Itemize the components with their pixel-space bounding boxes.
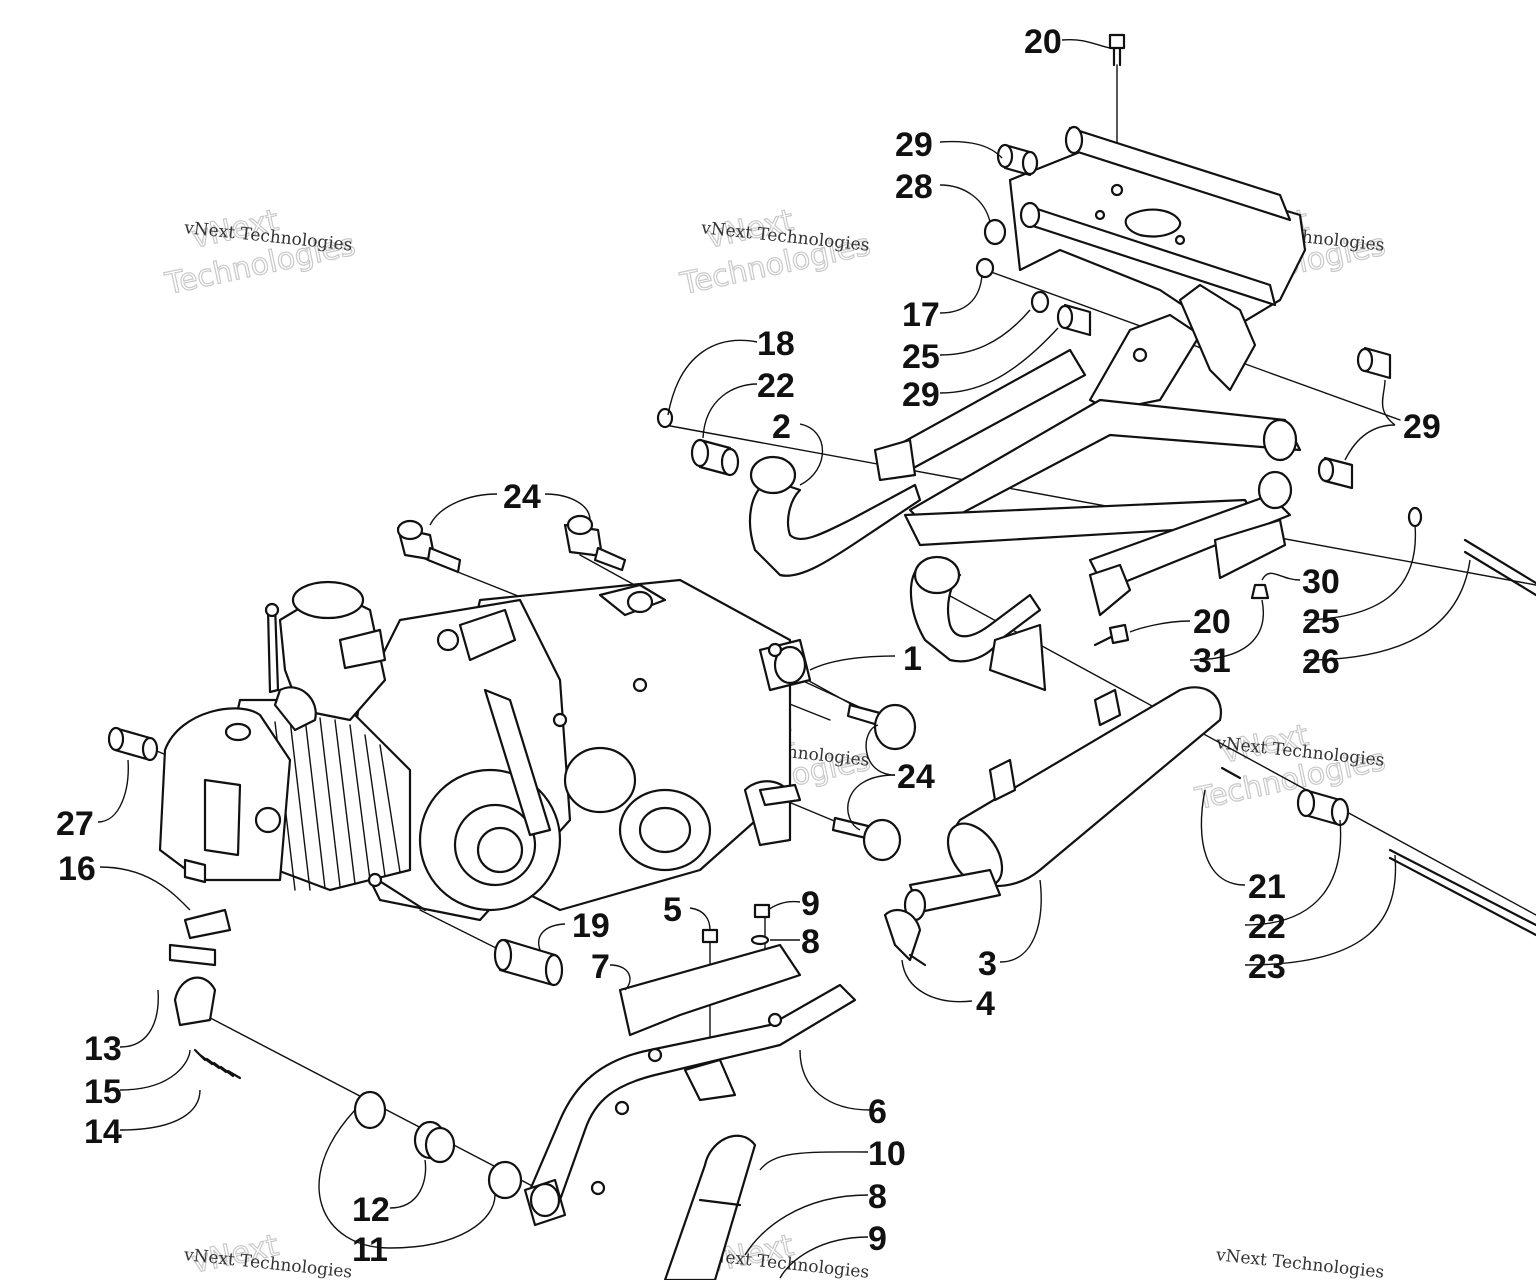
part-label: 8: [801, 923, 820, 961]
part-label: 18: [757, 325, 795, 363]
part-label: 5: [663, 891, 682, 929]
part-label: 29: [902, 376, 940, 414]
part-labels: 20 29 28 17 25 29 18 22 2 29 24 1 30 20 …: [56, 23, 1441, 1269]
part-label: 20: [1024, 23, 1062, 61]
part-label: 28: [895, 168, 933, 206]
part-label: 29: [895, 126, 933, 164]
engine-mount-frame: [748, 125, 1307, 692]
engine-assembly: [158, 578, 812, 922]
part-label: 24: [503, 478, 541, 516]
part-label: 4: [976, 985, 995, 1023]
watermark-text: vNext Technologies: [1214, 1245, 1385, 1280]
part-label: 7: [591, 948, 610, 986]
part-label: 22: [757, 367, 795, 405]
part-label: 19: [572, 907, 610, 945]
part-label: 23: [1248, 948, 1286, 986]
part-label: 20: [1193, 603, 1231, 641]
part-label: 29: [1403, 408, 1441, 446]
part-label: 30: [1302, 563, 1340, 601]
part-label: 9: [868, 1220, 887, 1258]
leader-lines: [97, 38, 1471, 1279]
exhaust-pipes: [168, 903, 857, 1280]
part-label: 15: [84, 1073, 122, 1111]
part-label: 27: [56, 805, 94, 843]
part-label: 17: [902, 296, 940, 334]
part-label: 1: [903, 640, 922, 678]
part-label: 13: [84, 1030, 122, 1068]
part-label: 31: [1193, 642, 1231, 680]
part-label: 12: [352, 1191, 390, 1229]
part-label: 8: [868, 1178, 887, 1216]
part-label: 11: [352, 1231, 388, 1269]
part-label: 9: [801, 885, 820, 923]
part-label: 2: [772, 408, 791, 446]
part-label: 3: [978, 945, 997, 983]
part-label: 6: [868, 1093, 887, 1131]
part-label: 10: [868, 1135, 906, 1173]
part-label: 25: [1302, 603, 1340, 641]
bushings-upper: [656, 33, 1536, 937]
muffler-assembly: [883, 686, 1223, 967]
part-label: 16: [58, 850, 96, 888]
part-label: 26: [1302, 643, 1340, 681]
part-label: 21: [1248, 868, 1286, 906]
part-label: 22: [1248, 908, 1286, 946]
part-label: 24: [897, 758, 935, 796]
part-label: 14: [84, 1113, 122, 1151]
engine-mount-bushings: [107, 514, 917, 987]
part-label: 25: [902, 338, 940, 376]
